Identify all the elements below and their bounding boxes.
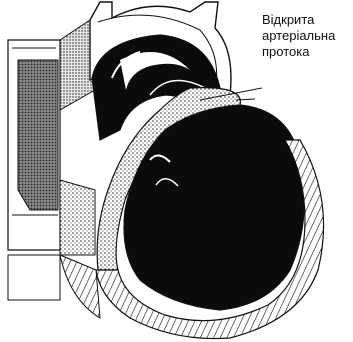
ductus-arteriosus-label: Відкрита артеріальна протока <box>262 12 352 60</box>
left-vessels <box>8 20 95 300</box>
label-line-2: артеріальна <box>262 28 352 44</box>
label-line-1: Відкрита <box>262 12 352 28</box>
label-line-3: протока <box>262 44 352 60</box>
